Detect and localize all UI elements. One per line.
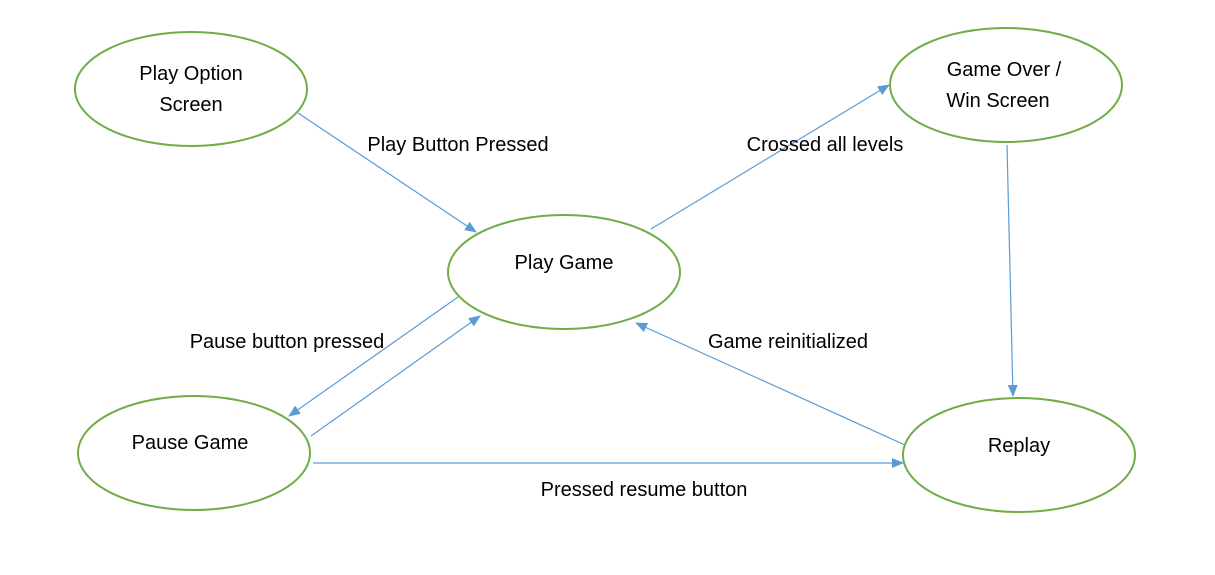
node-label-line-2: Screen [159, 94, 222, 116]
label-play-button-pressed: Play Button Pressed [367, 134, 548, 156]
label-pause-button-pressed: Pause button pressed [190, 331, 385, 353]
node-pause-game: Pause Game [77, 395, 311, 511]
edge-resume-to-play [310, 315, 481, 437]
label-crossed-all-levels: Crossed all levels [747, 134, 904, 156]
node-game-over-win-screen: Game Over / Win Screen [889, 27, 1123, 143]
edge-crossed-all-levels [650, 84, 890, 230]
edge-pause-button-pressed [288, 296, 459, 417]
node-shape [74, 31, 308, 147]
label-pressed-resume-button: Pressed resume button [541, 479, 748, 501]
node-label-line-1: Replay [988, 435, 1050, 457]
node-shape [889, 27, 1123, 143]
node-label-line-2: Win Screen [946, 90, 1049, 112]
node-play-game: Play Game [447, 214, 681, 330]
node-play-option-screen: Play Option Screen [74, 31, 308, 147]
node-label-line-1: Pause Game [132, 432, 249, 454]
edge-play-button-pressed [297, 112, 477, 233]
edge-game-over-to-replay [1006, 144, 1018, 397]
node-shape [902, 397, 1136, 513]
node-label-line-1: Game Over / [947, 59, 1062, 81]
node-shape [77, 395, 311, 511]
edge-labels: Play Button Pressed Crossed all levels P… [190, 134, 904, 501]
edge-game-reinitialized [635, 322, 906, 446]
edges [288, 84, 1018, 468]
label-game-reinitialized: Game reinitialized [708, 331, 868, 353]
node-label-line-1: Play Option [139, 63, 242, 85]
node-shape [447, 214, 681, 330]
node-label-line-1: Play Game [515, 252, 614, 274]
node-replay: Replay [902, 397, 1136, 513]
